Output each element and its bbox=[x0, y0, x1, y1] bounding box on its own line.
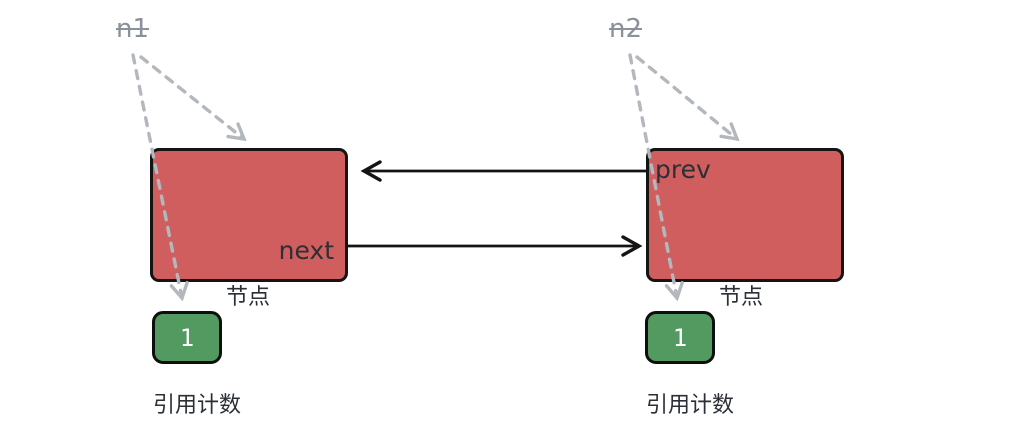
node-box-left: next bbox=[150, 148, 348, 282]
ref-count-caption-right: 引用计数 bbox=[646, 393, 735, 418]
next-pointer-label: next bbox=[278, 236, 334, 265]
ref-count-value-right: 1 bbox=[672, 323, 688, 352]
n1-to-node-arrow bbox=[139, 55, 247, 142]
node-box-right: prev bbox=[646, 148, 844, 282]
node-caption-left: 节点 bbox=[226, 285, 271, 310]
ref-count-caption-left: 引用计数 bbox=[153, 393, 242, 418]
ref-count-box-right: 1 bbox=[645, 311, 715, 364]
ref-count-box-left: 1 bbox=[152, 311, 222, 364]
n2-to-node-arrow bbox=[635, 55, 740, 142]
ref-count-value-left: 1 bbox=[179, 323, 195, 352]
prev-pointer-label: prev bbox=[655, 155, 711, 184]
variable-label-n1: n1 bbox=[116, 14, 150, 44]
node-caption-right: 节点 bbox=[719, 285, 764, 310]
variable-label-n2: n2 bbox=[609, 14, 643, 44]
